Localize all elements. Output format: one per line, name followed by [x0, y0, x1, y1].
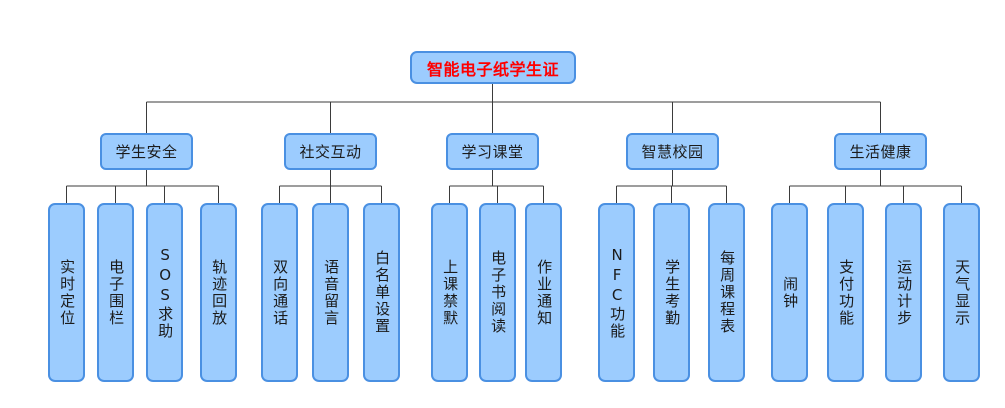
node-leaf-alarm-clock[interactable]: 闹钟: [771, 203, 808, 382]
node-branch-learning-classroom[interactable]: 学习课堂: [446, 133, 539, 170]
node-root-label: 智能电子纸学生证: [426, 59, 559, 79]
node-leaf-weekly-timetable[interactable]: 每周课程表: [708, 203, 745, 382]
node-branch-life-health[interactable]: 生活健康: [834, 133, 927, 170]
node-leaf-label: 支付功能: [837, 258, 856, 327]
node-leaf-weather-display[interactable]: 天气显示: [943, 203, 980, 382]
node-branch-label: 生活健康: [849, 143, 912, 161]
node-leaf-homework-notice[interactable]: 作业通知: [525, 203, 562, 382]
node-leaf-label: SOS求助: [156, 245, 175, 340]
node-leaf-label: 语音留言: [322, 258, 341, 327]
node-leaf-student-attendance[interactable]: 学生考勤: [653, 203, 690, 382]
node-leaf-track-playback[interactable]: 轨迹回放: [200, 203, 237, 382]
node-leaf-two-way-call[interactable]: 双向通话: [261, 203, 298, 382]
node-branch-label: 智慧校园: [641, 143, 704, 161]
node-branch-student-safety[interactable]: 学生安全: [100, 133, 193, 170]
node-leaf-label: 天气显示: [953, 258, 972, 327]
node-branch-label: 学习课堂: [461, 143, 524, 161]
node-branch-social-interaction[interactable]: 社交互动: [284, 133, 377, 170]
node-leaf-label: 上课禁默: [441, 258, 460, 327]
node-leaf-class-silent-mode[interactable]: 上课禁默: [431, 203, 468, 382]
node-branch-label: 学生安全: [115, 143, 178, 161]
node-leaf-nfc-function[interactable]: NFC功能: [598, 203, 635, 382]
node-leaf-electronic-fence[interactable]: 电子围栏: [97, 203, 134, 382]
node-branch-smart-campus[interactable]: 智慧校园: [626, 133, 719, 170]
node-leaf-ebook-reading[interactable]: 电子书阅读: [479, 203, 516, 382]
node-leaf-label: 学生考勤: [663, 258, 682, 327]
node-leaf-realtime-location[interactable]: 实时定位: [48, 203, 85, 382]
node-leaf-label: 闹钟: [781, 275, 800, 310]
node-root[interactable]: 智能电子纸学生证: [410, 51, 576, 84]
node-leaf-label: 每周课程表: [718, 250, 737, 335]
node-leaf-label: 轨迹回放: [210, 258, 229, 327]
node-leaf-label: 电子围栏: [107, 258, 126, 327]
node-leaf-label: 实时定位: [58, 258, 77, 327]
node-leaf-sos-help[interactable]: SOS求助: [146, 203, 183, 382]
node-leaf-label: 运动计步: [895, 258, 914, 327]
node-leaf-label: NFC功能: [608, 245, 627, 340]
node-leaf-step-counter[interactable]: 运动计步: [885, 203, 922, 382]
node-leaf-label: 作业通知: [535, 258, 554, 327]
node-leaf-voice-message[interactable]: 语音留言: [312, 203, 349, 382]
node-leaf-whitelist-settings[interactable]: 白名单设置: [363, 203, 400, 382]
node-leaf-payment-function[interactable]: 支付功能: [827, 203, 864, 382]
node-leaf-label: 电子书阅读: [489, 250, 508, 335]
node-branch-label: 社交互动: [299, 143, 362, 161]
node-leaf-label: 白名单设置: [373, 250, 392, 335]
node-leaf-label: 双向通话: [271, 258, 290, 327]
